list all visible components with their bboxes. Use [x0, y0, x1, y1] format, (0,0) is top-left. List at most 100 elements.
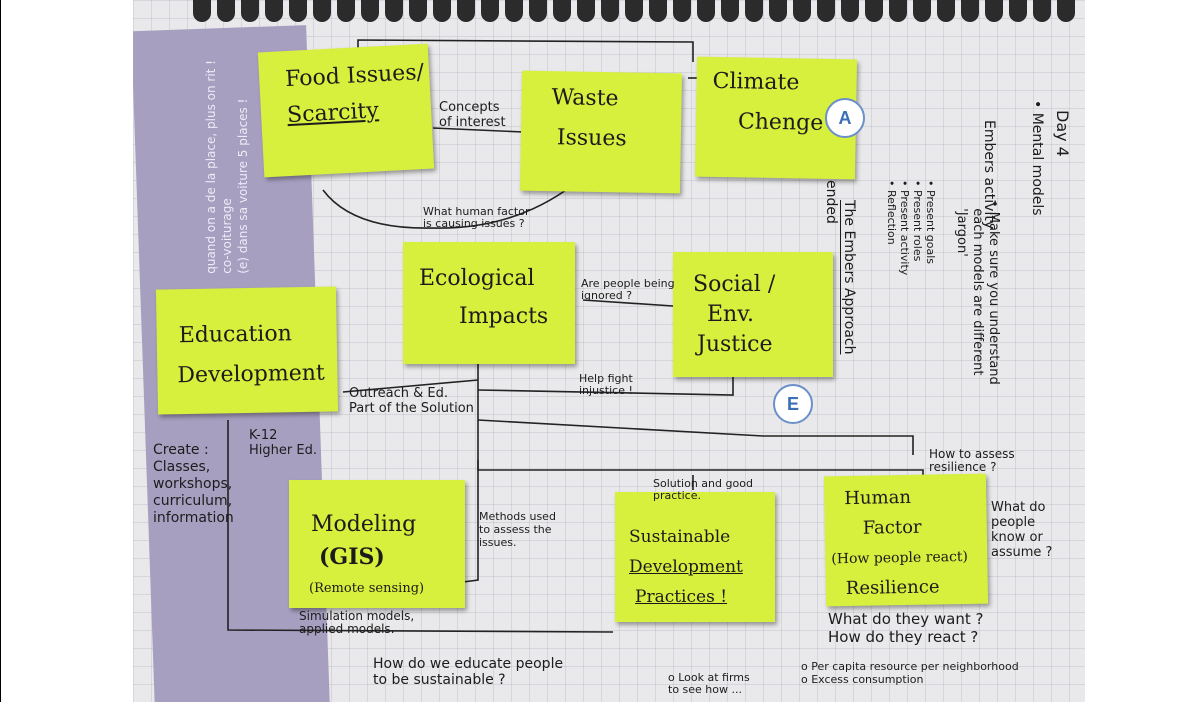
note-text: (GIS) — [319, 544, 385, 570]
spiral-ring — [433, 0, 451, 22]
note-social-justice: Social / Env. Justice — [673, 252, 833, 377]
assess-line — [477, 419, 914, 455]
note-text: Modeling — [311, 512, 417, 537]
spiral-ring — [673, 0, 691, 22]
note-text: Development — [629, 557, 743, 577]
note-text: Justice — [697, 332, 773, 357]
note-waste-issues: Waste Issues — [519, 70, 683, 194]
note-ecological-impacts: Ecological Impacts — [403, 242, 575, 364]
notebook-photo: quand on a de la place, plus on rit ! co… — [133, 0, 1085, 702]
spiral-ring — [529, 0, 547, 22]
spiral-ring — [577, 0, 595, 22]
food-waste-arrow — [432, 127, 524, 133]
label-methods: Methods used to assess the issues. — [479, 510, 556, 549]
label-educate: How do we educate people to be sustainab… — [373, 656, 564, 688]
spiral-ring — [1057, 0, 1075, 22]
label-concepts: Concepts of interest — [439, 100, 506, 130]
food-waste-curve — [322, 184, 574, 229]
label-simulation: Simulation models, applied models. — [299, 609, 415, 636]
note-text: Factor — [862, 516, 922, 539]
side-approach: The Embers Approach — [841, 200, 857, 355]
spiral-ring — [457, 0, 475, 22]
note-text: Waste — [551, 85, 619, 112]
note-food-issues: Food Issues/ Scarcity — [257, 43, 435, 178]
spiral-ring — [361, 0, 379, 22]
note-text: Resilience — [845, 576, 940, 600]
badge-e: E — [773, 384, 813, 424]
label-create: Create : Classes, workshops, curriculum,… — [153, 442, 234, 526]
spiral-ring — [505, 0, 523, 22]
educate-line — [227, 420, 614, 633]
spiral-ring — [625, 0, 643, 22]
label-want: What do they want ? How do they react ? — [828, 610, 984, 646]
label-per-capita: o Per capita resource per neighborhood o… — [801, 660, 1019, 686]
spiral-binding — [193, 0, 1083, 30]
badge-a: A — [825, 98, 865, 138]
spiral-ring — [217, 0, 235, 22]
ecological-social-arrow — [582, 299, 674, 307]
ecological-human-line — [477, 360, 924, 480]
help-fight-arrow — [477, 375, 734, 396]
side-mental-models: • Mental models — [1029, 100, 1045, 216]
spiral-ring — [985, 0, 1003, 22]
spiral-ring — [241, 0, 259, 22]
note-text: (Remote sensing) — [309, 581, 425, 596]
methods-line — [462, 460, 479, 583]
outreach-arrow — [342, 379, 479, 393]
label-people-ignored: Are people being ignored ? — [581, 277, 675, 302]
spiral-ring — [481, 0, 499, 22]
note-human-factor: Human Factor (How people react) Resilien… — [823, 473, 989, 607]
spiral-ring — [1033, 0, 1051, 22]
note-text: Env. — [707, 302, 755, 327]
spiral-ring — [913, 0, 931, 22]
spiral-ring — [745, 0, 763, 22]
top-connector — [357, 39, 694, 62]
spiral-ring — [553, 0, 571, 22]
spiral-ring — [793, 0, 811, 22]
note-text: Ecological — [419, 266, 535, 291]
spiral-ring — [817, 0, 835, 22]
spiral-ring — [265, 0, 283, 22]
side-make-sure: • Make sure you understand each models a… — [954, 200, 1001, 385]
label-help-fight: Help fight injustice ! — [579, 372, 633, 397]
note-education-development: Education Development — [155, 286, 339, 415]
note-text: Sustainable — [629, 527, 731, 547]
spiral-ring — [649, 0, 667, 22]
spiral-ring — [961, 0, 979, 22]
spiral-ring — [841, 0, 859, 22]
note-sustainable-practices: Sustainable Development Practices ! — [615, 492, 775, 622]
note-text: Practices ! — [635, 587, 728, 607]
spiral-ring — [697, 0, 715, 22]
spiral-ring — [313, 0, 331, 22]
note-text: (How people react) — [831, 548, 969, 568]
side-ended: ended — [823, 180, 839, 224]
spiral-ring — [409, 0, 427, 22]
note-text: Human — [844, 486, 912, 510]
note-text: Impacts — [459, 304, 549, 329]
note-text: Education — [178, 321, 292, 349]
spiral-ring — [289, 0, 307, 22]
side-embers-activity: Embers activity — [981, 120, 997, 230]
label-outreach: Outreach & Ed. Part of the Solution — [349, 386, 474, 416]
side-day: Day 4 — [1053, 110, 1072, 157]
spiral-ring — [601, 0, 619, 22]
label-human-factor-question: What human factor is causing issues ? — [423, 205, 530, 230]
note-text: Climate — [712, 68, 800, 96]
spiral-ring — [937, 0, 955, 22]
label-what-do: What do people know or assume ? — [991, 500, 1053, 560]
note-text: Food Issues/ — [284, 59, 425, 93]
spiral-ring — [385, 0, 403, 22]
note-text: Issues — [556, 125, 627, 152]
spiral-ring — [769, 0, 787, 22]
label-solution: Solution and good practice. — [653, 477, 753, 502]
spiral-ring — [1009, 0, 1027, 22]
note-text: Social / — [693, 272, 776, 297]
side-points: • Present goals • Present roles • Presen… — [885, 180, 937, 276]
left-border — [0, 0, 1, 702]
label-k12: K-12 Higher Ed. — [249, 428, 317, 458]
label-look: o Look at firms to see how ... — [668, 671, 750, 696]
label-assess: How to assess resilience ? — [929, 447, 1015, 474]
spiral-ring — [193, 0, 211, 22]
note-text: Development — [177, 360, 326, 389]
